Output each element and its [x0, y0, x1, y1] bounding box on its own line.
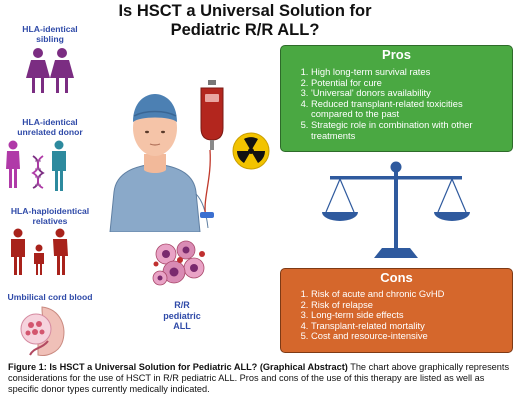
cons-item: Cost and resource-intensive — [311, 331, 502, 342]
cord-blood-icon — [20, 306, 65, 356]
cons-list: Risk of acute and chronic GvHD Risk of r… — [293, 288, 502, 342]
pros-box: Pros High long-term survival rates Poten… — [280, 45, 513, 152]
title-line-1: Is HSCT a Universal Solution for — [118, 2, 372, 20]
balance-scale-icon — [322, 161, 470, 258]
cons-box: Cons Risk of acute and chronic GvHD Risk… — [280, 268, 513, 353]
siblings-icon — [26, 48, 74, 93]
woman-donor-icon — [6, 140, 20, 188]
man-donor-icon — [52, 140, 66, 191]
cons-heading: Cons — [380, 270, 413, 285]
family-icon — [11, 228, 68, 275]
cons-item: Long-term side effects — [311, 310, 502, 321]
patient-icon — [109, 94, 209, 232]
donor-label-cord-blood: Umbilical cord blood — [7, 292, 93, 302]
figure-caption: Figure 1: Is HSCT a Universal Solution f… — [8, 362, 512, 395]
donor-label-sibling: HLA-identical sibling — [22, 24, 78, 44]
pros-item: Reduced transplant-related toxicities co… — [311, 98, 502, 120]
cons-item: Risk of acute and chronic GvHD — [311, 288, 502, 300]
pros-heading: Pros — [382, 47, 411, 62]
caption-title: Figure 1: Is HSCT a Universal Solution f… — [8, 362, 348, 372]
caption-text: The chart above graphically represents c… — [8, 362, 510, 394]
iv-line-icon — [200, 149, 214, 219]
cons-item: Transplant-related mortality — [311, 320, 502, 332]
pros-item: Potential for cure — [311, 77, 502, 89]
cons-item: Risk of relapse — [311, 299, 502, 311]
pros-list: High long-term survival rates Potential … — [293, 66, 502, 141]
page-title: Is HSCT a Universal Solution for Pediatr… — [95, 2, 395, 40]
patient-label: R/R pediatric ALL — [163, 300, 201, 331]
pros-item: High long-term survival rates — [311, 66, 502, 78]
leukemia-cells-icon — [152, 240, 205, 286]
title-line-2: Pediatric R/R ALL? — [170, 21, 320, 39]
radiation-icon — [232, 132, 270, 170]
blood-bag-icon — [200, 80, 224, 150]
dna-icon — [31, 155, 45, 189]
donor-label-haploidentical: HLA-haploidentical relatives — [10, 206, 90, 226]
pros-item: 'Universal' donors availability — [311, 88, 502, 99]
pros-item: Strategic role in combination with other… — [311, 119, 502, 141]
donor-label-unrelated: HLA-identical unrelated donor — [17, 117, 83, 137]
